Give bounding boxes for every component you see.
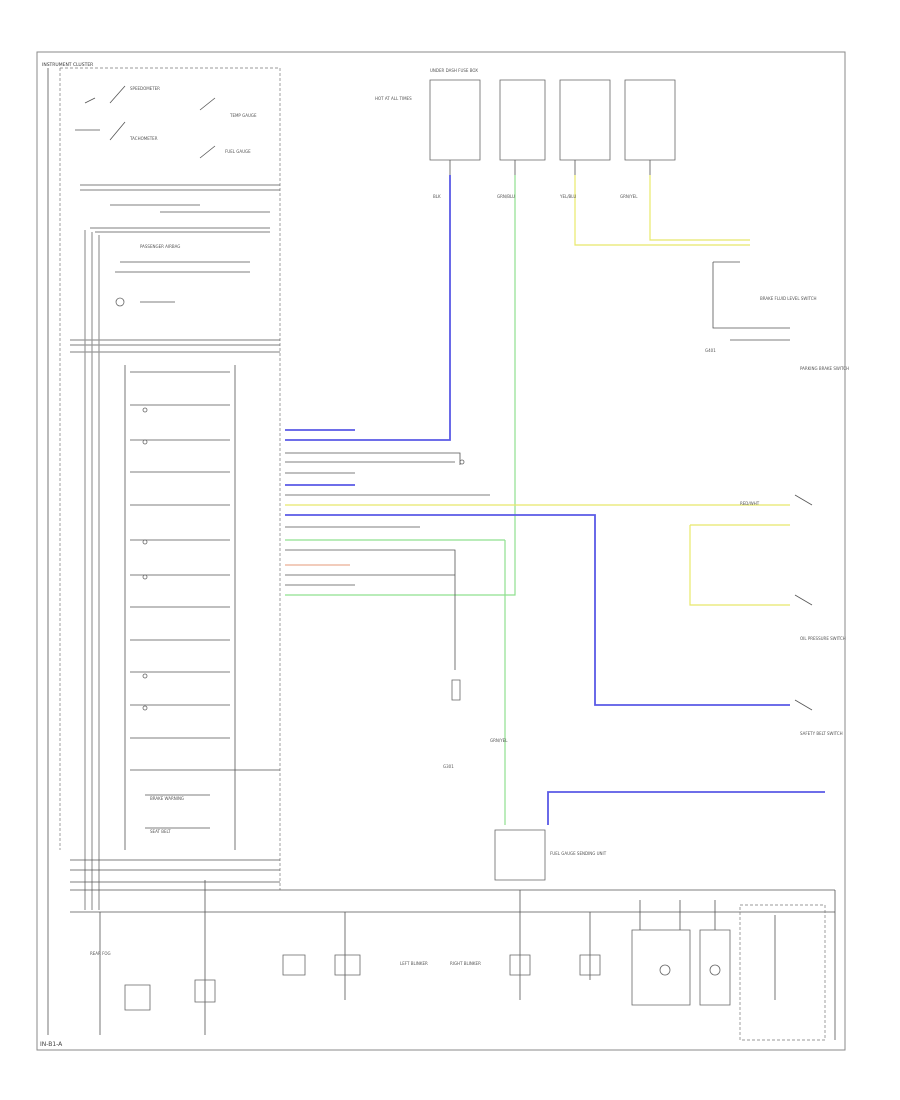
oil-pressure-switch-label: OIL PRESSURE SWITCH (800, 636, 846, 641)
svg-text:BLK: BLK (433, 194, 441, 199)
wire-green-main (285, 175, 516, 596)
wire-yellow-top (574, 175, 750, 246)
fuel-gauge-label: FUEL GAUGE (225, 149, 251, 154)
wire-blue-mid (285, 514, 790, 706)
g401-label: G401 (705, 348, 716, 353)
diagram-frame (36, 51, 846, 1051)
svg-text:GRN/BLU: GRN/BLU (497, 194, 515, 199)
hot-at-all-times-label: HOT AT ALL TIMES (375, 96, 412, 101)
diagram-code: IN-B1-A (40, 1041, 63, 1048)
wire-yellow-top-2 (649, 175, 750, 241)
tachometer-label: TACHOMETER (129, 136, 158, 141)
brake-fluid-switch-label: BRAKE FLUID LEVEL SWITCH (760, 296, 817, 301)
red-wht-label: RED/WHT (740, 501, 760, 506)
svg-text:GRN/YEL: GRN/YEL (620, 194, 638, 199)
right-components: BRAKE FLUID LEVEL SWITCH G401 PARKING BR… (705, 261, 849, 736)
cluster-title: INSTRUMENT CLUSTER (42, 62, 93, 68)
instrument-cluster-section: SPEEDOMETER TEMP GAUGE TACHOMETER FUEL G… (47, 67, 281, 1035)
parking-brake-switch-label: PARKING BRAKE SWITCH (800, 366, 849, 371)
wire-blue-bottom (547, 791, 825, 825)
temp-gauge-label: TEMP GAUGE (229, 113, 257, 118)
svg-text:YEL/BLU: YEL/BLU (559, 194, 576, 199)
fuse-box-section: UNDER DASH FUSE BOX HOT AT ALL TIMES (375, 68, 676, 175)
fuel-gauge-sender-label: FUEL GAUGE SENDING UNIT (550, 851, 607, 856)
brake-warning-label: BRAKE WARNING (150, 796, 184, 801)
center-ground: G301 FUEL GAUGE SENDING UNIT GRN/YEL (443, 679, 607, 881)
g301-label: G301 (443, 764, 454, 769)
bottom-components: REAR FOG LEFT BLINKER RIGHT BLINKER (70, 880, 836, 1041)
rear-fog-label: REAR FOG (90, 951, 111, 956)
wire-blue-top (285, 175, 451, 441)
cluster-connector-pins (285, 452, 490, 670)
svg-text:GRN/YEL: GRN/YEL (490, 738, 508, 743)
indicator-lamps: BRAKE WARNING SEAT BELT (130, 371, 280, 834)
speedometer-label: SPEEDOMETER (130, 86, 160, 91)
wire-yellow-side (689, 524, 790, 606)
fuse-box-label: UNDER DASH FUSE BOX (430, 68, 478, 73)
passenger-airbag-label: PASSENGER AIRBAG (140, 244, 180, 249)
seat-belt-switch-label: SAFETY BELT SWITCH (800, 731, 843, 736)
right-blinker-label: RIGHT BLINKER (450, 961, 481, 966)
left-blinker-label: LEFT BLINKER (400, 961, 428, 966)
seat-belt-label: SEAT BELT (150, 829, 171, 834)
